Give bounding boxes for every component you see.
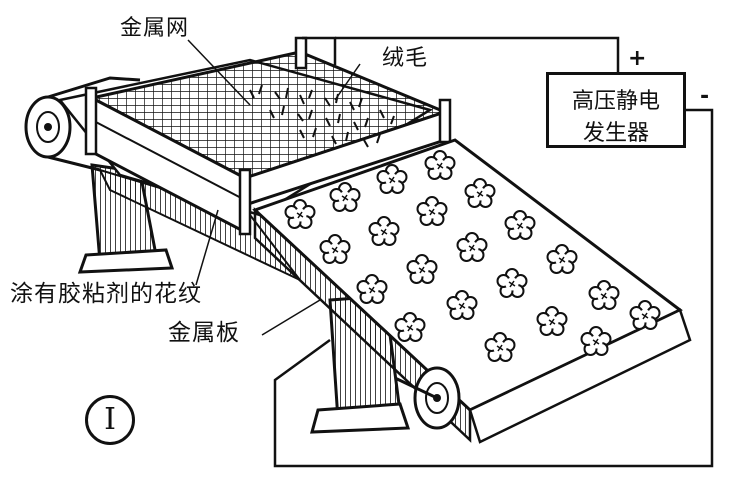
metal-mesh-label: 金属网 xyxy=(120,16,190,41)
figure-number: I xyxy=(85,395,135,445)
metal-plate-label: 金属板 xyxy=(168,320,240,346)
front-roller xyxy=(394,366,461,430)
positive-terminal-label: + xyxy=(628,46,648,71)
metal-mesh-frame xyxy=(84,36,452,236)
flock-fibers xyxy=(249,84,395,148)
generator-label-line2: 发生器 xyxy=(582,121,649,146)
negative-terminal-label: - xyxy=(700,84,711,109)
leader-lines xyxy=(187,39,361,336)
high-voltage-generator-box: 高压静电 发生器 xyxy=(546,72,686,148)
wiring xyxy=(273,36,714,468)
patterned-cloth xyxy=(252,138,692,444)
flock-label: 绒毛 xyxy=(382,46,429,71)
adhesive-pattern-label: 涂有胶粘剂的花纹 xyxy=(10,281,202,307)
generator-label-line1: 高压静电 xyxy=(571,89,660,114)
back-roller xyxy=(24,76,141,172)
